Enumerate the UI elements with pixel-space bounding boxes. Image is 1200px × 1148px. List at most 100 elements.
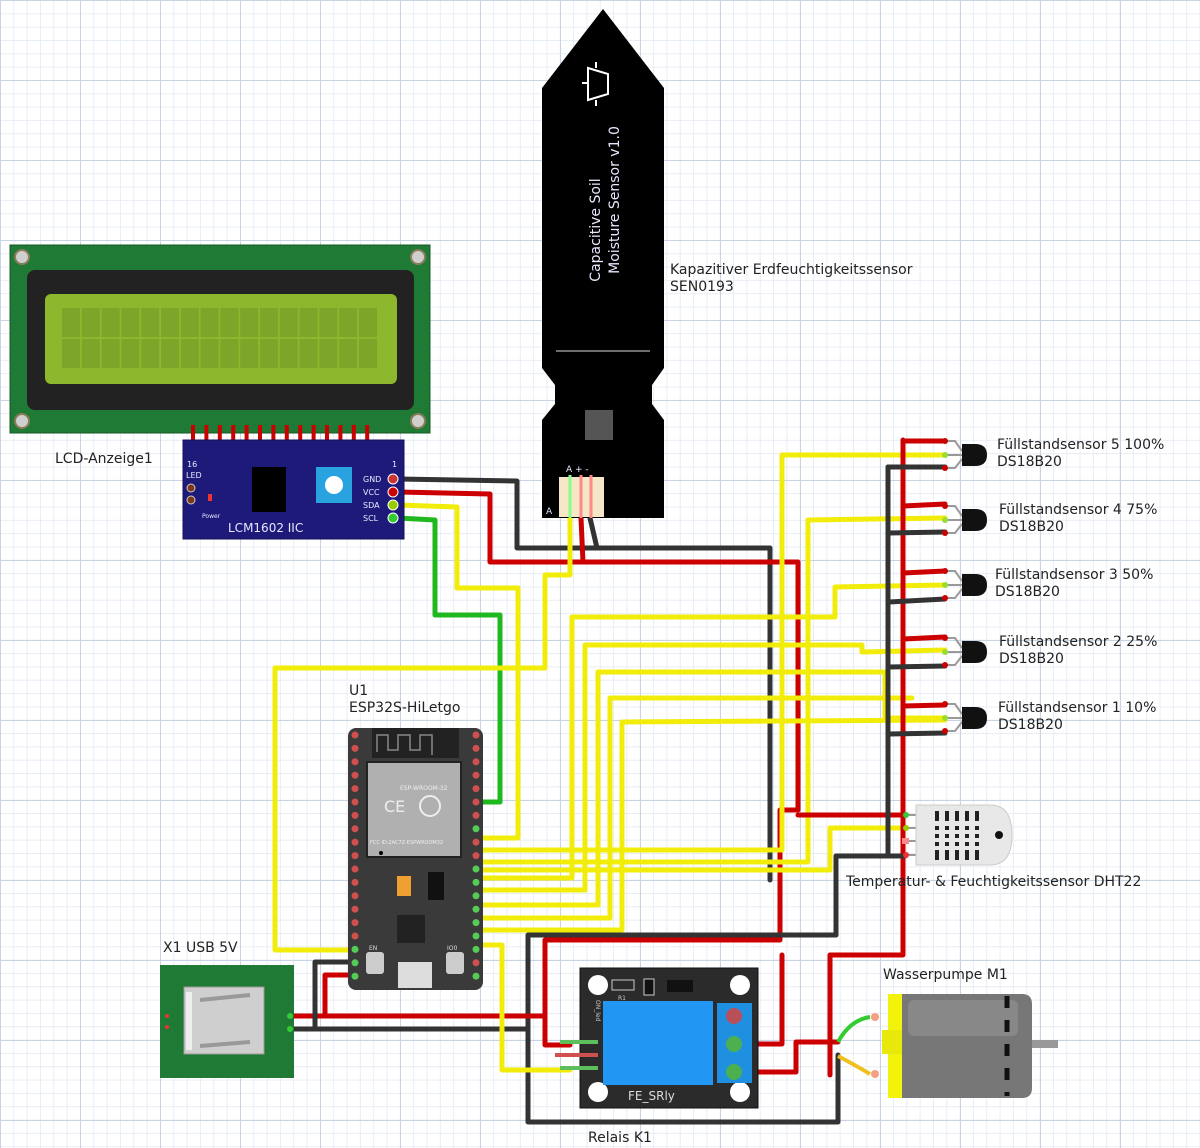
esp32-pin-right[interactable]: [472, 945, 480, 953]
esp32-pin-left[interactable]: [351, 798, 359, 806]
wire-extra-signal-a[interactable]: [477, 695, 915, 921]
level-sensor-4[interactable]: Füllstandsensor 4 75%DS18B20: [942, 502, 1157, 536]
scl-pin[interactable]: [387, 512, 399, 524]
esp32-pin-left[interactable]: [351, 892, 359, 900]
lcd-cell: [141, 308, 160, 337]
io0-button[interactable]: [446, 952, 464, 974]
wire-lcd-vcc[interactable]: [395, 489, 801, 1048]
esp32-pin-left[interactable]: [351, 959, 359, 967]
wire-level4-vcc[interactable]: [900, 501, 948, 509]
wire-level4-signal[interactable]: [477, 515, 948, 865]
esp32-pin-right[interactable]: [472, 932, 480, 940]
wire-level1-gnd[interactable]: [885, 730, 948, 737]
level-sensors: Füllstandsensor 5 100%DS18B20Füllstandse…: [942, 437, 1164, 734]
wire-extra-signal-b[interactable]: [477, 717, 948, 933]
wire-soil-signal[interactable]: [272, 515, 573, 953]
usb-power[interactable]: X1 USB 5V: [160, 940, 294, 1078]
esp32-antenna: [372, 728, 459, 758]
wire-level4-gnd[interactable]: [885, 529, 948, 536]
esp32-pin-left[interactable]: [351, 825, 359, 833]
vcc-pin[interactable]: [387, 486, 399, 498]
level-sensor-2[interactable]: Füllstandsensor 2 25%DS18B20: [942, 634, 1157, 668]
esp32-pin-right[interactable]: [472, 731, 480, 739]
wire-level3-vcc[interactable]: [900, 568, 948, 576]
wire-level2-signal[interactable]: [477, 642, 948, 893]
en-button[interactable]: [366, 952, 384, 974]
wire-soil-vcc[interactable]: [578, 515, 586, 565]
wire-level5-signal[interactable]: [477, 452, 948, 853]
esp32-pin-left[interactable]: [351, 905, 359, 913]
esp32-board[interactable]: U1 ESP32S-HiLetgo ESP-WROOM-32 CE FCC ID…: [348, 683, 483, 990]
esp32-pin-left[interactable]: [351, 932, 359, 940]
lcd-display[interactable]: LCD-Anzeige1: [9, 244, 431, 467]
esp32-pin-right[interactable]: [472, 919, 480, 927]
wire-lcd-scl[interactable]: [395, 515, 503, 805]
esp32-pin-left[interactable]: [351, 785, 359, 793]
lcd-cell: [299, 339, 318, 368]
esp32-pin-left[interactable]: [351, 758, 359, 766]
water-pump[interactable]: Wasserpumpe M1: [836, 967, 1058, 1098]
wire-main-gnd[interactable]: [525, 932, 841, 1125]
wire-dht-gnd[interactable]: [833, 853, 908, 938]
level-sensor-name: Füllstandsensor 2 25%: [999, 634, 1157, 650]
level-sensor-1[interactable]: Füllstandsensor 1 10%DS18B20: [942, 700, 1156, 734]
wire-esp-gnd[interactable]: [312, 959, 358, 1032]
wire-level3-gnd[interactable]: [885, 596, 948, 605]
esp32-pin-left[interactable]: [351, 744, 359, 752]
wire-level2-gnd[interactable]: [885, 663, 948, 670]
esp32-pin-left[interactable]: [351, 865, 359, 873]
esp32-pin-right[interactable]: [472, 865, 480, 873]
level-sensor-3[interactable]: Füllstandsensor 3 50%DS18B20: [942, 567, 1153, 601]
esp32-pin-left[interactable]: [351, 972, 359, 980]
esp32-pin-right[interactable]: [472, 892, 480, 900]
wire-level2-vcc[interactable]: [900, 634, 948, 642]
esp32-pin-right[interactable]: [472, 905, 480, 913]
wire-soil-gnd[interactable]: [587, 515, 600, 551]
esp32-pin-left[interactable]: [351, 731, 359, 739]
contrast-pot-knob[interactable]: [325, 476, 343, 494]
wire-dht-signal[interactable]: [477, 825, 908, 873]
esp32-pin-right[interactable]: [472, 972, 480, 980]
esp32-pin-left[interactable]: [351, 878, 359, 886]
gnd-pin[interactable]: [387, 473, 399, 485]
esp32-pin-left[interactable]: [351, 919, 359, 927]
esp32-pin-right[interactable]: [472, 744, 480, 752]
esp32-pin-left[interactable]: [351, 945, 359, 953]
relay-module[interactable]: R1 ON_led FE_SRly Relais K1: [555, 967, 759, 1146]
relay-terminal-com[interactable]: [726, 1036, 742, 1052]
esp32-pin-right[interactable]: [472, 852, 480, 860]
wire-level-vcc-bus[interactable]: [827, 437, 906, 1078]
esp32-pin-right[interactable]: [472, 771, 480, 779]
lcd-cell: [101, 339, 120, 368]
dht22-sensor[interactable]: Temperatur- & Feuchtigkeitssensor DHT22: [845, 804, 1141, 890]
wire-relay-no[interactable]: [737, 1039, 841, 1075]
wire-lcd-sda[interactable]: [395, 502, 521, 841]
wire-level1-vcc[interactable]: [900, 702, 948, 709]
esp32-pin-left[interactable]: [351, 771, 359, 779]
esp32-pin-right[interactable]: [472, 758, 480, 766]
micro-usb-port[interactable]: [398, 962, 432, 988]
lcd-cell: [200, 308, 219, 337]
esp32-pin-right[interactable]: [472, 785, 480, 793]
wire-esp-vin[interactable]: [322, 972, 358, 1019]
relay-terminal-no[interactable]: [726, 1064, 742, 1080]
level-sensor-name: Füllstandsensor 5 100%: [997, 437, 1164, 453]
esp32-pin-right[interactable]: [472, 798, 480, 806]
esp32-pin-right[interactable]: [472, 838, 480, 846]
wire-relay-signal[interactable]: [477, 942, 573, 1073]
sda-pin[interactable]: [387, 499, 399, 511]
esp32-pin-right[interactable]: [472, 878, 480, 886]
lcd-i2c-backpack[interactable]: 16 1 LED Power GND VCC SDA SCL LCM1602 I…: [182, 425, 405, 540]
lcd-cell: [101, 308, 120, 337]
esp32-pin-left[interactable]: [351, 838, 359, 846]
esp32-pin-right[interactable]: [472, 811, 480, 819]
soil-moisture-sensor[interactable]: Capacitive Soil Moisture Sensor v1.0 A +…: [542, 9, 913, 518]
esp32-pin-left[interactable]: [351, 852, 359, 860]
esp32-pin-left[interactable]: [351, 811, 359, 819]
relay-terminal-nc[interactable]: [726, 1008, 742, 1024]
wire-level3-signal[interactable]: [477, 582, 948, 881]
esp32-pin-right[interactable]: [472, 825, 480, 833]
wire-lcd-gnd[interactable]: [395, 476, 773, 883]
level-sensor-5[interactable]: Füllstandsensor 5 100%DS18B20: [942, 437, 1164, 471]
esp32-pin-right[interactable]: [472, 959, 480, 967]
